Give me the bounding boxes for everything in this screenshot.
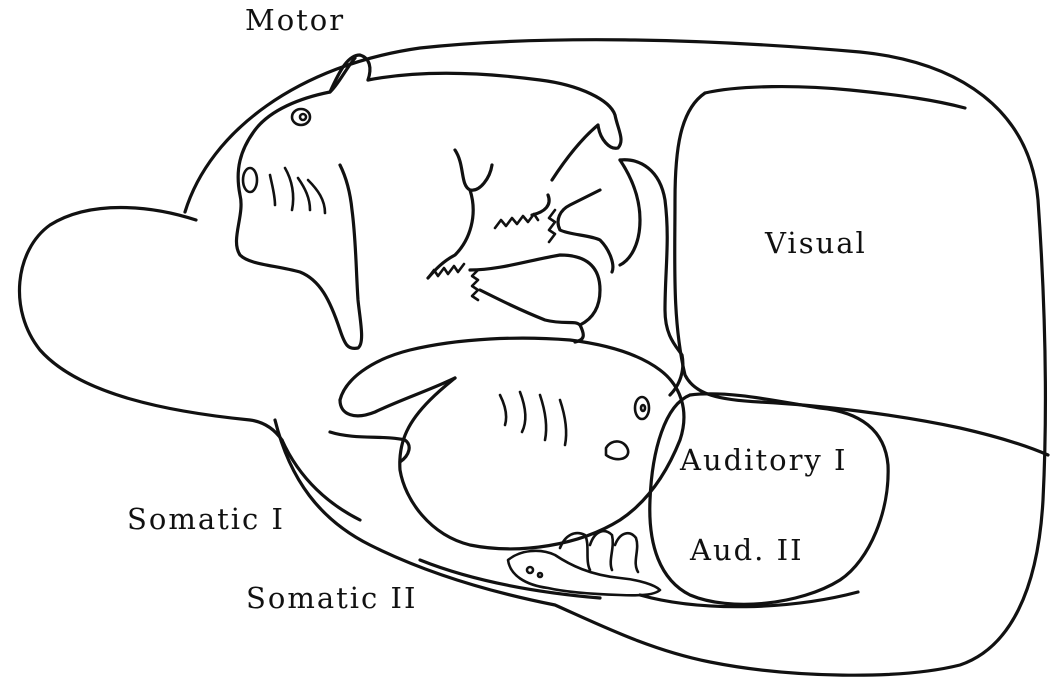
somatic-i-homunculus (330, 338, 684, 549)
motor-homunculus (236, 55, 621, 348)
auditory-area-outline (650, 394, 888, 605)
label-somatic-i: Somatic I (127, 502, 285, 536)
cerebrum-outline (185, 40, 1045, 675)
label-somatic-ii: Somatic II (246, 581, 417, 615)
label-auditory-ii: Aud. II (689, 533, 804, 567)
label-auditory-i: Auditory I (679, 443, 848, 477)
visual-top-boundary (705, 87, 965, 108)
olfactory-bulb-outline (19, 208, 282, 441)
somatic-ii-homunculus (508, 531, 660, 595)
label-visual: Visual (764, 226, 867, 260)
label-motor: Motor (245, 3, 345, 37)
motor-homunculus-hindlimb (470, 160, 683, 395)
visual-area-outline (675, 93, 1048, 455)
